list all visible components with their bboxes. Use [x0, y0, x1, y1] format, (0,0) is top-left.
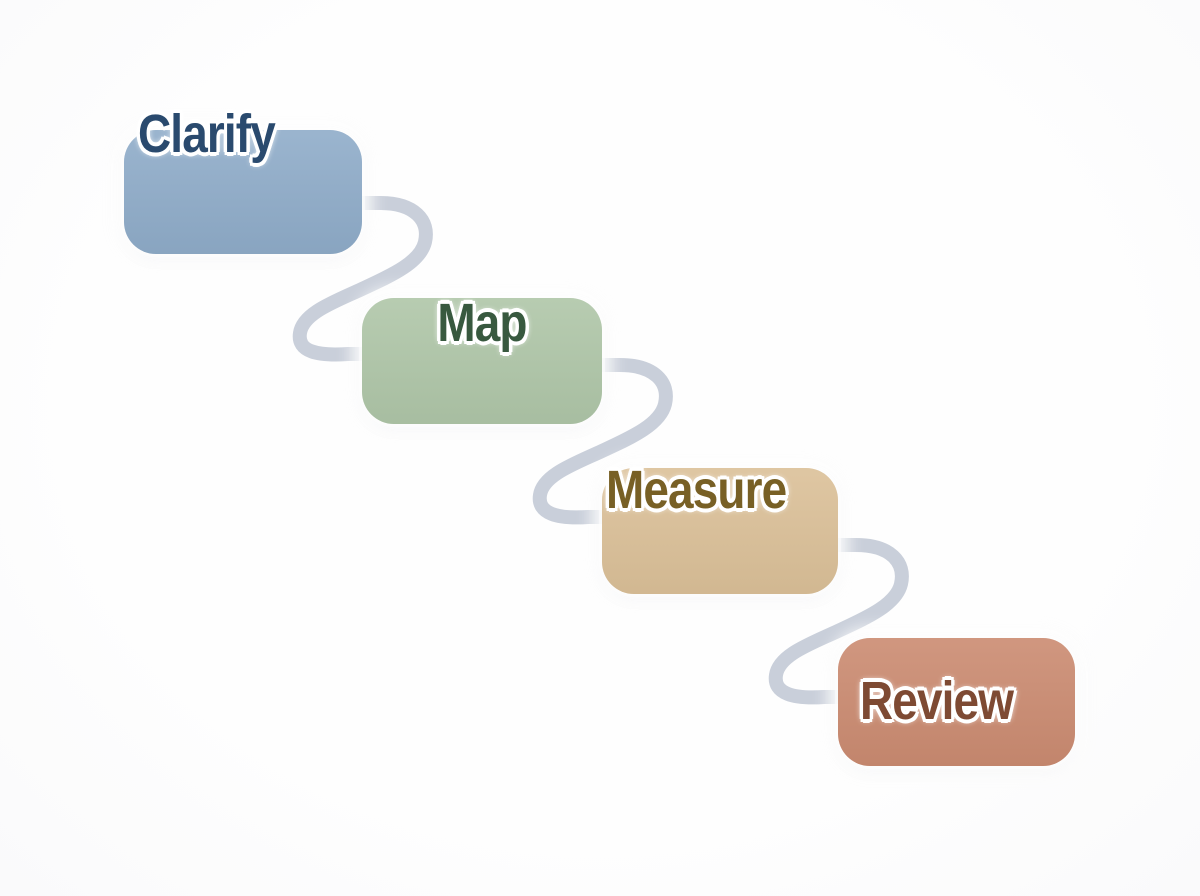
- connector-map-measure: [532, 358, 673, 525]
- step-label-clarify: Clarify: [138, 104, 276, 164]
- connector-clarify-map: [292, 196, 433, 362]
- step-box-clarify: Clarify: [124, 107, 362, 254]
- connector-measure-review: [768, 538, 909, 705]
- step-box-map: Map: [362, 293, 602, 424]
- step-box-measure: Measure: [602, 463, 838, 594]
- step-label-measure: Measure: [606, 460, 787, 520]
- step-label-review: Review: [860, 671, 1014, 731]
- step-box-review: Review: [838, 638, 1075, 766]
- step-label-map: Map: [437, 293, 527, 353]
